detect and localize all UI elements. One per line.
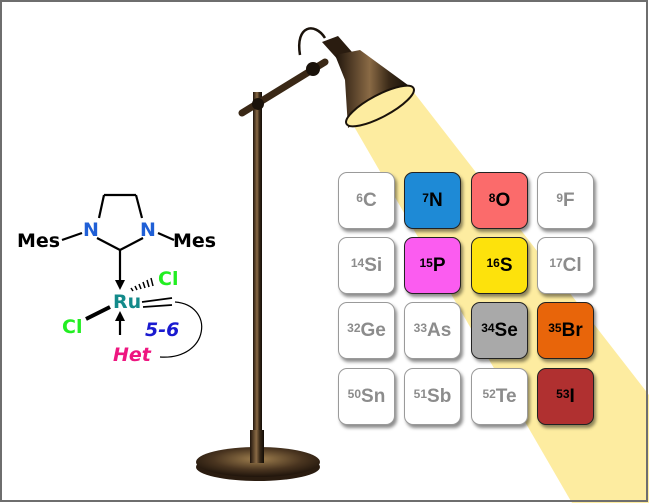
atomic-number: 32: [347, 320, 361, 335]
element-symbol: N: [428, 189, 443, 211]
element-symbol: F: [563, 189, 575, 211]
element-symbol: P: [432, 254, 446, 276]
mes-right-label: Mes: [173, 230, 216, 252]
element-symbol: S: [499, 254, 513, 276]
light-beam: [352, 90, 649, 503]
element-symbol: C: [362, 189, 377, 211]
element-symbol: Br: [561, 319, 583, 341]
element-symbol: Sb: [427, 385, 452, 407]
atomic-number: 17: [549, 255, 563, 270]
element-symbol: I: [569, 385, 575, 407]
atomic-number: 8: [488, 190, 496, 205]
mes-left-label: Mes: [17, 230, 60, 252]
ring-size-label: 5-6: [145, 319, 179, 341]
element-symbol: As: [427, 319, 452, 341]
ruthenium-label: Ru: [113, 291, 141, 313]
atomic-number: 50: [347, 386, 362, 401]
nitrogen-right-label: N: [140, 219, 156, 241]
atomic-number: 15: [419, 255, 433, 270]
nitrogen-left-label: N: [83, 219, 99, 241]
atomic-number: 35: [548, 320, 562, 335]
heteroatom-label: Het: [113, 344, 152, 366]
element-symbol: Ge: [360, 319, 386, 341]
atomic-number: 51: [413, 386, 428, 401]
atomic-number: 14: [350, 255, 365, 270]
element-symbol: Cl: [562, 254, 582, 276]
atomic-number: 33: [413, 320, 428, 335]
element-symbol: Si: [364, 254, 383, 276]
element-symbol: Se: [494, 319, 518, 341]
chloride-top-label: Cl: [158, 268, 178, 290]
atomic-number: 53: [556, 386, 570, 401]
ruthenium-complex-structure: [61, 193, 203, 358]
atomic-number: 7: [422, 190, 429, 205]
atomic-number: 52: [482, 386, 496, 401]
element-symbol: Te: [495, 385, 517, 407]
element-symbol: Sn: [361, 385, 386, 407]
atomic-number: 6: [356, 190, 363, 205]
atomic-number: 16: [486, 255, 500, 270]
atomic-number: 34: [481, 320, 495, 335]
atomic-number: 9: [556, 190, 564, 205]
desk-lamp-icon: [196, 27, 415, 481]
chloride-left-label: Cl: [62, 316, 82, 338]
element-symbol: O: [495, 189, 511, 211]
